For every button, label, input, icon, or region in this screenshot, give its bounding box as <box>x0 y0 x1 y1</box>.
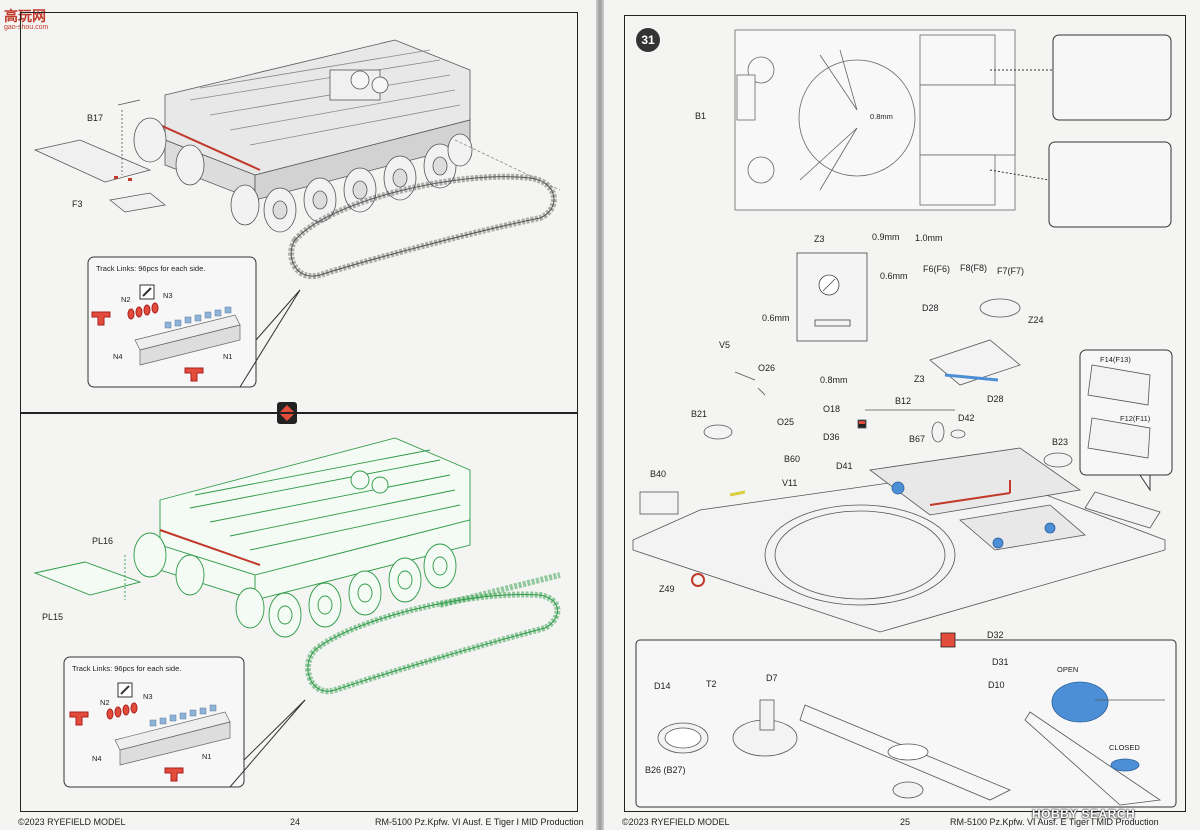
label-pl16: PL16 <box>92 536 114 546</box>
dim-0-9mm: 0.9mm <box>872 232 900 242</box>
dim-0-6mm-left: 0.6mm <box>762 313 790 323</box>
z3-plate-drawing <box>796 252 868 342</box>
label-d28-upper: D28 <box>922 303 939 313</box>
upper-inset-title: Track Links: 96pcs for each side. <box>96 264 206 273</box>
label-z3: Z3 <box>914 374 925 384</box>
upper-small-parts <box>33 99 561 213</box>
left-copyright: ©2023 RYEFIELD MODEL <box>18 817 126 827</box>
label-closed: CLOSED <box>1109 743 1140 752</box>
label-n1-lower: N1 <box>202 752 212 761</box>
hull-top-parts <box>639 298 1161 529</box>
upper-track-inset <box>87 256 301 388</box>
label-o25: O25 <box>777 417 795 427</box>
label-z3-top: Z3 <box>814 234 825 244</box>
label-n4-lower: N4 <box>92 754 102 763</box>
lower-small-parts <box>33 555 142 600</box>
upper-roadwheels <box>133 117 473 233</box>
lower-roadwheels <box>133 532 457 638</box>
label-b17: B17 <box>87 113 104 123</box>
right-footer-title: RM-5100 Pz.Kpfw. VI Ausf. E Tiger I MID … <box>950 817 1159 827</box>
label-o26: O26 <box>758 363 776 373</box>
label-d36: D36 <box>823 432 840 442</box>
label-open: OPEN <box>1057 665 1079 674</box>
lower-hull-drawing <box>159 437 471 601</box>
label-b40: B40 <box>650 469 667 479</box>
label-f12: F12(F11) <box>1120 414 1151 423</box>
left-page-number: 24 <box>290 817 301 827</box>
hobby-search-watermark: HOBBY SEARCH <box>1032 807 1136 821</box>
label-b21: B21 <box>691 409 708 419</box>
right-copyright: ©2023 RYEFIELD MODEL <box>622 817 730 827</box>
label-pl15: PL15 <box>42 612 64 622</box>
label-d28-lower: D28 <box>987 394 1004 404</box>
label-b67: B67 <box>909 434 926 444</box>
label-o18: O18 <box>823 404 841 414</box>
label-n4-upper: N4 <box>113 352 123 361</box>
label-b26: B26 (B27) <box>645 765 686 775</box>
page-gutter <box>596 0 604 830</box>
label-f8: F8(F8) <box>960 263 987 273</box>
left-footer-title: RM-5100 Pz.Kpfw. VI Ausf. E Tiger I MID … <box>375 817 584 827</box>
right-page-number: 25 <box>900 817 911 827</box>
lower-track-inset <box>63 656 306 788</box>
lower-step-frame <box>20 412 578 812</box>
label-n3-upper: N3 <box>163 291 173 300</box>
label-d32: D32 <box>987 630 1004 640</box>
label-z24: Z24 <box>1028 315 1044 325</box>
label-b23: B23 <box>1052 437 1069 447</box>
label-b1: B1 <box>695 111 707 121</box>
label-n3-lower: N3 <box>143 692 153 701</box>
label-n2-upper: N2 <box>121 295 131 304</box>
bottom-detail-drawings <box>657 632 1165 806</box>
label-f14: F14(F13) <box>1100 355 1131 364</box>
label-f3: F3 <box>72 199 83 209</box>
b1-plate-drawing <box>734 29 1016 211</box>
label-d41: D41 <box>836 461 853 471</box>
label-d10: D10 <box>988 680 1005 690</box>
label-f7: F7(F7) <box>997 266 1024 276</box>
dim-0-8mm: 0.8mm <box>870 112 893 121</box>
upper-step-frame <box>20 12 578 414</box>
step-number-badge: 31 <box>636 28 660 52</box>
step31-frame <box>624 15 1186 812</box>
right-callouts <box>635 34 1177 808</box>
hull-top-drawing <box>632 447 1166 633</box>
lower-track-runs <box>304 572 561 695</box>
label-d14: D14 <box>654 681 671 691</box>
label-n1-upper: N1 <box>223 352 233 361</box>
label-n2-lower: N2 <box>100 698 110 707</box>
lower-inset-title: Track Links: 96pcs for each side. <box>72 664 182 673</box>
label-d7: D7 <box>766 673 778 683</box>
label-z49: Z49 <box>659 584 675 594</box>
upper-track-run <box>288 173 557 280</box>
dim-1-0mm: 1.0mm <box>915 233 943 243</box>
swap-arrow-icon <box>277 402 297 424</box>
label-v5: V5 <box>719 340 731 350</box>
dim-0-8mm-bottom: 0.8mm <box>820 375 848 385</box>
dim-0-6mm-right: 0.6mm <box>880 271 908 281</box>
label-d42: D42 <box>958 413 975 423</box>
label-t2: T2 <box>706 679 717 689</box>
label-b12: B12 <box>895 396 912 406</box>
label-f6: F6(F6) <box>923 264 950 274</box>
label-b60: B60 <box>784 454 801 464</box>
label-v11: V11 <box>782 478 798 488</box>
label-d31: D31 <box>992 657 1009 667</box>
site-url: gao-shou.com <box>4 24 49 31</box>
